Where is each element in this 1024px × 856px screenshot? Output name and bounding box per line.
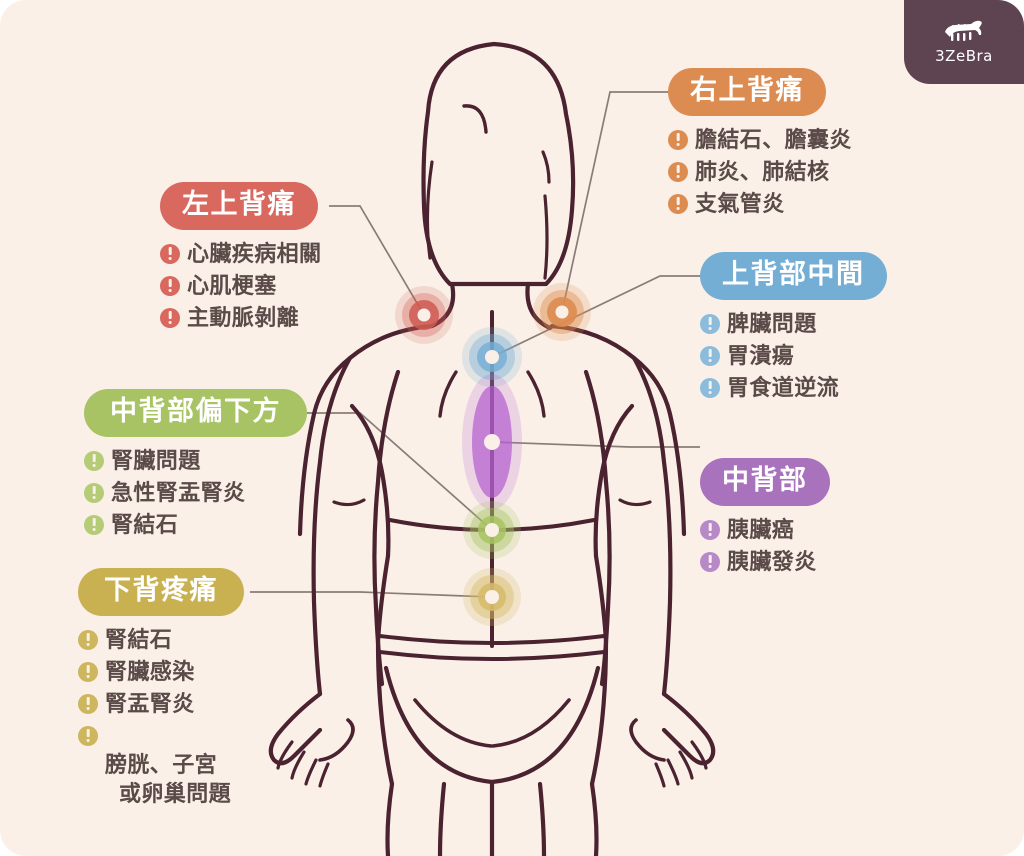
callout-title-mid-back: 中背部	[700, 458, 830, 506]
list-item-label: 胰臟癌	[727, 516, 795, 542]
list-item-label: 腎盂腎炎	[105, 690, 195, 716]
list-item-label: 膀胱、子宮 或卵巢問題	[105, 721, 231, 837]
warning-icon	[78, 693, 98, 714]
warning-icon	[668, 129, 688, 150]
connector-mid	[491, 441, 700, 448]
callout-list-left-upper-back: 心臟疾病相關 心肌梗塞 主動脈剝離	[160, 239, 321, 332]
brand-logo: 3ZeBra	[904, 0, 1024, 84]
list-item: 腎結石	[78, 625, 244, 654]
warning-icon	[84, 514, 104, 535]
list-item: 胃食道逆流	[700, 373, 887, 402]
callout-list-lower-back: 腎結石 腎臟感染 腎盂腎炎 膀胱、子宮 或卵巢問題	[78, 625, 244, 837]
list-item-label: 腎結石	[111, 511, 179, 537]
list-item: 膽結石、膽囊炎	[668, 125, 852, 154]
callout-title-mid-lower-back: 中背部偏下方	[84, 389, 307, 437]
list-item: 胃潰瘍	[700, 341, 887, 370]
callout-list-mid-back: 胰臟癌 胰臟發炎	[700, 515, 830, 576]
list-item: 胰臟癌	[700, 515, 830, 544]
list-item-label: 主動脈剝離	[187, 304, 300, 330]
warning-icon	[700, 519, 720, 540]
warning-icon	[78, 725, 98, 746]
list-item: 腎臟感染	[78, 657, 244, 686]
marker-lower-back	[463, 568, 521, 626]
warning-icon	[160, 307, 180, 328]
list-item-label: 腎臟問題	[111, 447, 201, 473]
warning-icon	[84, 450, 104, 471]
list-item-label: 心臟疾病相關	[187, 240, 322, 266]
connector-left-upper	[329, 205, 425, 316]
marker-right-upper-back	[533, 283, 591, 341]
list-item-label: 胃潰瘍	[727, 342, 795, 368]
list-item-label: 脾臟問題	[727, 310, 817, 336]
list-item-label: 支氣管炎	[695, 190, 785, 216]
callout-title-right-upper-back: 右上背痛	[668, 68, 826, 116]
warning-icon	[700, 345, 720, 366]
list-item: 肺炎、肺結核	[668, 157, 852, 186]
marker-left-upper-back	[395, 286, 453, 344]
warning-icon	[160, 243, 180, 264]
marker-mid-lower-back	[463, 501, 521, 559]
marker-mid-back	[462, 374, 522, 510]
callout-title-lower-back: 下背疼痛	[78, 568, 244, 616]
list-item-label: 腎結石	[105, 626, 173, 652]
list-item: 胰臟發炎	[700, 547, 830, 576]
callout-left-upper-back: 左上背痛 心臟疾病相關 心肌梗塞 主動脈剝離	[160, 182, 321, 335]
list-item-label: 肺炎、肺結核	[695, 158, 830, 184]
warning-icon	[160, 275, 180, 296]
callout-list-mid-upper-back: 脾臟問題 胃潰瘍 胃食道逆流	[700, 309, 887, 402]
warning-icon	[78, 629, 98, 650]
callout-title-mid-upper-back: 上背部中間	[700, 252, 887, 300]
warning-icon	[668, 193, 688, 214]
connector-mid-upper	[491, 275, 700, 358]
warning-icon	[700, 551, 720, 572]
zebra-icon	[945, 20, 982, 41]
connector-lower	[250, 591, 493, 598]
callout-list-mid-lower-back: 腎臟問題 急性腎盂腎炎 腎結石	[84, 446, 307, 539]
connector-right-upper	[561, 91, 668, 313]
list-item-label: 急性腎盂腎炎	[111, 479, 246, 505]
marker-mid-upper-back	[462, 327, 522, 387]
warning-icon	[700, 377, 720, 398]
callout-mid-lower-back: 中背部偏下方 腎臟問題 急性腎盂腎炎 腎結石	[84, 389, 307, 542]
list-item: 膀胱、子宮 或卵巢問題	[78, 721, 244, 837]
list-item-label: 腎臟感染	[105, 658, 195, 684]
list-item-label: 心肌梗塞	[187, 272, 277, 298]
warning-icon	[668, 161, 688, 182]
connector-mid-lower	[307, 412, 493, 531]
callout-title-left-upper-back: 左上背痛	[160, 182, 318, 230]
callout-mid-back: 中背部 胰臟癌 胰臟發炎	[700, 458, 830, 579]
list-item: 支氣管炎	[668, 189, 852, 218]
list-item-label: 胰臟發炎	[727, 548, 817, 574]
warning-icon	[84, 482, 104, 503]
list-item: 心肌梗塞	[160, 271, 321, 300]
list-item-line-2: 或卵巢問題	[119, 781, 232, 807]
list-item: 主動脈剝離	[160, 303, 321, 332]
list-item-label: 胃食道逆流	[727, 374, 840, 400]
list-item: 脾臟問題	[700, 309, 887, 338]
callout-list-right-upper-back: 膽結石、膽囊炎 肺炎、肺結核 支氣管炎	[668, 125, 852, 218]
warning-icon	[700, 313, 720, 334]
list-item: 腎結石	[84, 510, 307, 539]
list-item: 心臟疾病相關	[160, 239, 321, 268]
list-item: 腎盂腎炎	[78, 689, 244, 718]
list-item: 急性腎盂腎炎	[84, 478, 307, 507]
list-item-line-1: 膀胱、子宮	[105, 751, 218, 777]
list-item-label: 膽結石、膽囊炎	[695, 126, 852, 152]
callout-right-upper-back: 右上背痛 膽結石、膽囊炎 肺炎、肺結核 支氣管炎	[668, 68, 852, 221]
callout-lower-back: 下背疼痛 腎結石 腎臟感染 腎盂腎炎 膀胱、子宮 或卵巢問題	[78, 568, 244, 840]
callout-mid-upper-back: 上背部中間 脾臟問題 胃潰瘍 胃食道逆流	[700, 252, 887, 405]
warning-icon	[78, 661, 98, 682]
list-item: 腎臟問題	[84, 446, 307, 475]
logo-text: 3ZeBra	[935, 47, 993, 65]
